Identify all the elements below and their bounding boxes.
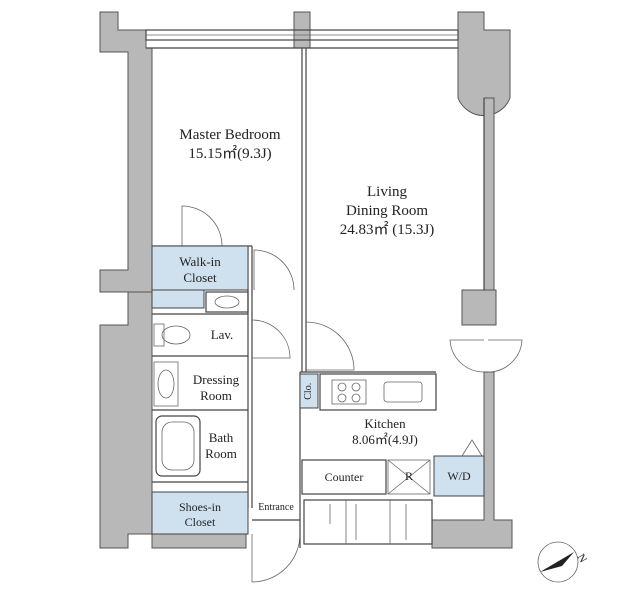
shoes-in-closet-area xyxy=(151,491,249,535)
shoes-line1: Shoes-in xyxy=(179,500,221,514)
bottom-wall xyxy=(151,533,247,549)
refrigerator-label: R xyxy=(404,469,413,483)
walk-in-closet-extra xyxy=(151,289,205,309)
entrance-label: Entrance xyxy=(258,502,294,513)
storage-cabinets xyxy=(303,499,433,545)
walk-in-closet-label: Walk-in Closet xyxy=(152,254,248,287)
living-area: 24.83㎡ (15.3J) xyxy=(339,221,435,238)
entrance-door-swing xyxy=(251,533,301,583)
closet-door-swing xyxy=(253,249,295,291)
clo-closet xyxy=(299,373,319,409)
toilet-icon xyxy=(161,325,191,345)
walk-in-closet-area xyxy=(151,245,249,291)
stove-icon xyxy=(331,379,367,405)
wd-pan-triangle xyxy=(461,439,483,457)
master-bedroom-area: 15.15㎡(9.3J) xyxy=(188,145,272,162)
burner-3-icon xyxy=(337,393,347,403)
washbasin-icon xyxy=(214,295,240,309)
lav-label: Lav. xyxy=(210,327,234,342)
shoes-in-closet-label: Shoes-in Closet xyxy=(152,500,248,530)
bath-room-label: Bath Room xyxy=(196,430,246,463)
bathtub-inner xyxy=(161,421,195,471)
master-bedroom-name: Master Bedroom xyxy=(179,127,281,143)
living-name-line1: Living xyxy=(367,184,407,200)
dressing-room-label: Dressing Room xyxy=(180,372,252,405)
balcony-door-right xyxy=(487,339,523,373)
bedroom-door-swing xyxy=(181,205,223,247)
dressing-line2: Room xyxy=(200,388,232,404)
master-bedroom-label: Master Bedroom 15.15㎡(9.3J) xyxy=(160,126,300,164)
counter-label: Counter xyxy=(324,470,364,484)
burner-1-icon xyxy=(337,382,347,392)
dressing-vanity xyxy=(153,361,179,407)
living-dining-label: Living Dining Room 24.83㎡ (15.3J) xyxy=(316,183,458,239)
kitchen-counter-top xyxy=(319,373,437,411)
right-wall-column xyxy=(461,289,497,326)
right-lower-wall xyxy=(431,371,513,549)
dressing-line1: Dressing xyxy=(192,372,240,387)
counter-box xyxy=(301,459,387,495)
shoes-line2: Closet xyxy=(184,515,216,529)
burner-2-icon xyxy=(351,382,361,392)
bath-line1: Bath xyxy=(208,430,234,445)
kitchen-area: 8.06㎡(4.9J) xyxy=(352,432,418,448)
bath-line2: Room xyxy=(205,446,237,462)
burner-4-icon xyxy=(351,393,361,403)
left-wall-upper xyxy=(99,11,153,293)
washer-dryer-label: W/D xyxy=(447,469,471,483)
walk-in-closet-line1: Walk-in xyxy=(179,254,221,269)
left-wall-lower xyxy=(99,291,153,549)
lav-door-swing xyxy=(251,319,291,359)
living-door-swing xyxy=(305,321,355,371)
clo-label: Clo. xyxy=(302,382,314,400)
balcony-door-left xyxy=(449,339,485,373)
bathtub xyxy=(155,415,201,477)
living-name-line2: Dining Room xyxy=(345,202,429,219)
kitchen-name: Kitchen xyxy=(364,416,406,431)
compass xyxy=(537,541,579,583)
dressing-sink-icon xyxy=(157,369,175,399)
right-wall xyxy=(483,97,495,291)
walk-in-closet-line2: Closet xyxy=(183,270,217,286)
kitchen-label: Kitchen 8.06㎡(4.9J) xyxy=(330,416,440,449)
fridge-diagonal-2 xyxy=(387,459,431,495)
kitchen-sink-icon xyxy=(383,381,423,403)
refrigerator-box xyxy=(387,459,431,495)
washbasin-cabinet xyxy=(205,291,249,313)
toilet-tank xyxy=(153,323,165,347)
washer-dryer-area xyxy=(433,455,485,497)
